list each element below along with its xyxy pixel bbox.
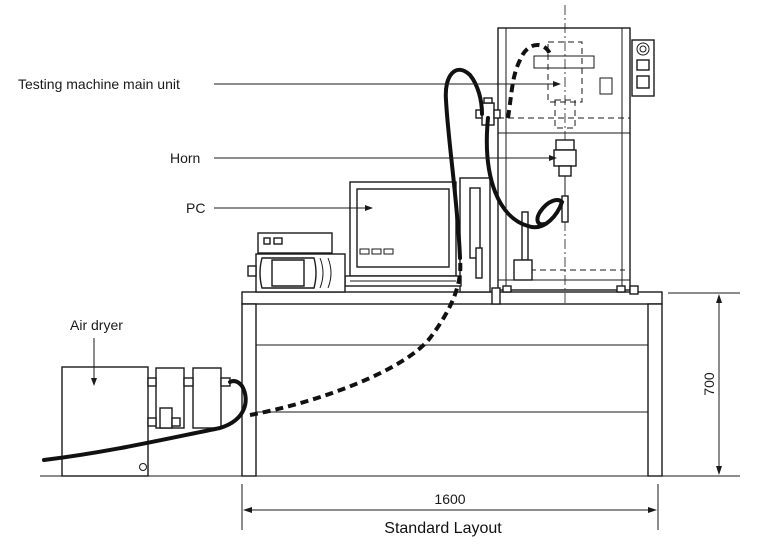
dimension-height [668,292,740,477]
label-pc: PC [186,200,205,216]
leader-air-dryer-arrow [91,378,97,386]
label-horn: Horn [170,150,200,166]
label-air-dryer: Air dryer [70,317,123,333]
control-panel [631,39,655,97]
controller-box [257,232,333,254]
air-dryer [61,366,231,477]
label-main-unit: Testing machine main unit [18,76,180,92]
cable-dashed-upper [506,43,552,119]
air-valve [475,97,501,126]
air-hose-to-machine [443,67,484,260]
air-hose-under-table [249,259,463,417]
air-hose-supply [42,379,248,462]
leader-horn-arrow [549,155,557,161]
leader-pc-arrow [365,205,373,211]
dimension-height-label: 700 [701,372,717,396]
horn-cable [484,116,565,230]
diagram-caption: Standard Layout [384,520,502,537]
testing-machine-main-unit [459,5,639,305]
pc [344,181,462,287]
ultrasonic-generator [247,253,346,293]
leader-main-unit-arrow [553,81,561,87]
dimension-width-label: 1600 [434,491,465,507]
workbench [241,291,663,477]
dimension-width [241,484,659,530]
